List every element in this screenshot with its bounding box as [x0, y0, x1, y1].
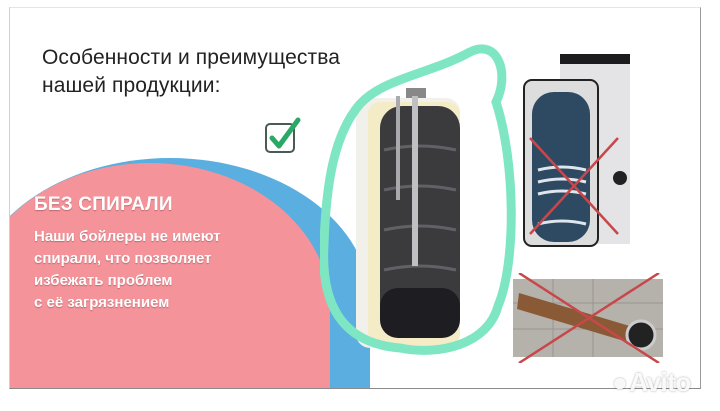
- feature-heading: БЕЗ СПИРАЛИ: [34, 194, 173, 215]
- title-line-2: нашей продукции:: [42, 74, 221, 97]
- feature-description: Наши бойлеры не имеют спирали, что позво…: [34, 226, 221, 314]
- boiler-without-coil-image: [356, 88, 460, 348]
- presentation-slide: Особенности и преимущества нашей продукц…: [9, 7, 701, 389]
- highlight-circle-annotation: [320, 44, 516, 355]
- title-line-1: Особенности и преимущества: [42, 46, 341, 69]
- watermark-text: Avito: [629, 367, 691, 397]
- checkmark-checkbox-icon: [265, 117, 301, 153]
- feature-line-1: Наши бойлеры не имеют: [34, 228, 221, 245]
- avito-logo-icon: ●: [612, 367, 628, 397]
- feature-line-4: с её загрязнением: [34, 294, 170, 311]
- feature-line-2: спирали, что позволяет: [34, 250, 212, 267]
- feature-line-3: избежать проблем: [34, 272, 173, 289]
- feature-block: БЕЗ СПИРАЛИ Наши бойлеры не имеют спирал…: [34, 194, 221, 314]
- dirty-heating-element-crossed-image: [513, 273, 663, 363]
- slide-title: Особенности и преимущества нашей продукц…: [42, 44, 340, 100]
- boiler-with-coil-crossed-image: [523, 54, 630, 247]
- avito-watermark: ● Avito: [612, 367, 691, 398]
